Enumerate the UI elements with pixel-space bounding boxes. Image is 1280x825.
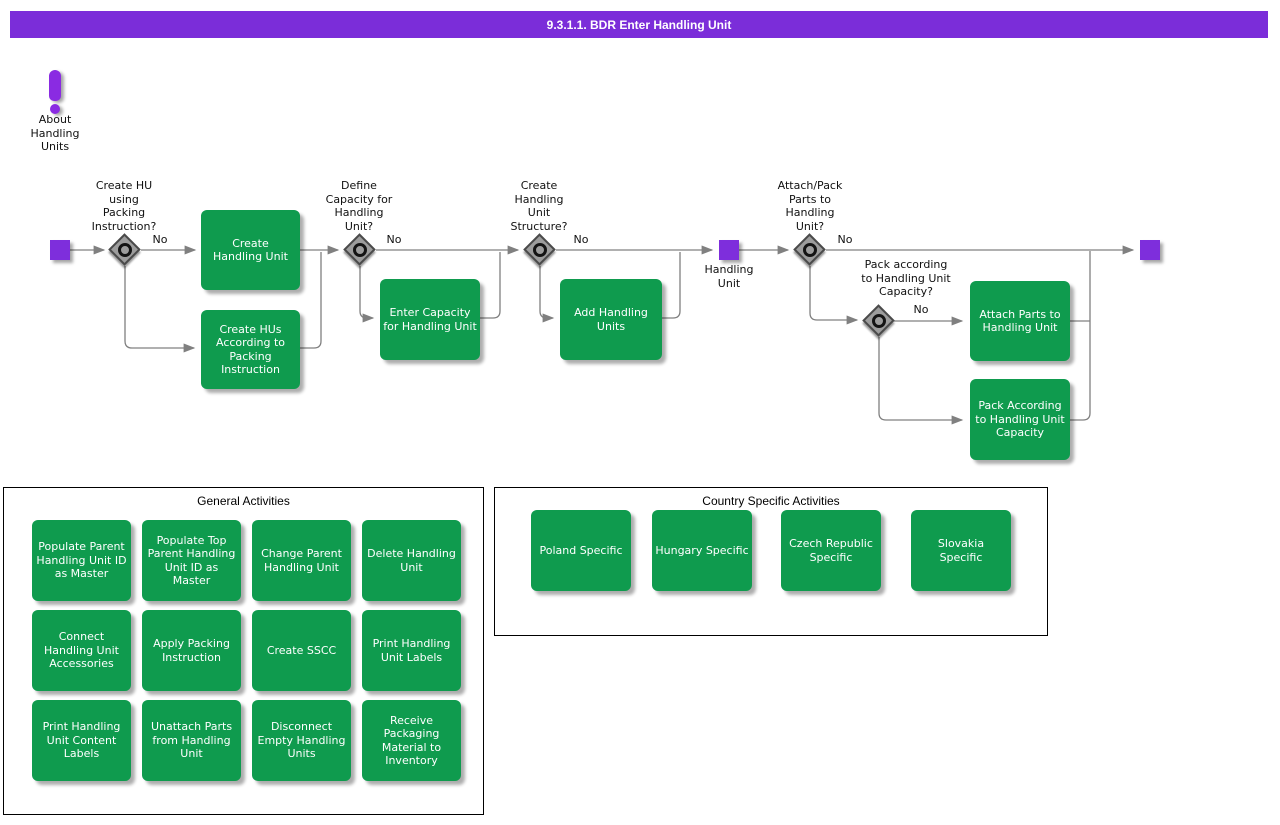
btn-poland-specific[interactable]: Poland Specific [531, 510, 631, 591]
decision-question: Attach/Pack Parts to Handling Unit? [777, 179, 843, 233]
btn-populate-parent-hu-id[interactable]: Populate Parent Handling Unit ID as Mast… [32, 520, 131, 601]
decision-define-capacity [343, 233, 376, 266]
decision-attach-pack-parts [793, 233, 826, 266]
about-handling-units-link[interactable]: About Handling Units [30, 113, 80, 153]
decision-ring-icon [118, 243, 132, 257]
branch-label-no: No [573, 233, 589, 246]
decision-question: Pack according to Handling Unit Capacity… [861, 258, 951, 298]
general-activities-title: General Activities [197, 494, 290, 508]
btn-print-hu-content-labels[interactable]: Print Handling Unit Content Labels [32, 700, 131, 781]
btn-czech-republic-specific[interactable]: Czech Republic Specific [781, 510, 881, 591]
branch-label-no: No [837, 233, 853, 246]
start-node [50, 240, 70, 260]
activity-enter-capacity[interactable]: Enter Capacity for Handling Unit [380, 279, 480, 360]
btn-create-sscc[interactable]: Create SSCC [252, 610, 351, 691]
btn-disconnect-empty-hus[interactable]: Disconnect Empty Handling Units [252, 700, 351, 781]
milestone-label: Handling Unit [704, 263, 754, 290]
country-specific-title: Country Specific Activities [702, 494, 840, 508]
btn-populate-top-parent-hu-id[interactable]: Populate Top Parent Handling Unit ID as … [142, 520, 241, 601]
activity-pack-according-capacity[interactable]: Pack According to Handling Unit Capacity [970, 379, 1070, 460]
end-node [1140, 240, 1160, 260]
decision-create-hu-structure [523, 233, 556, 266]
about-exclamation-icon[interactable] [44, 70, 68, 116]
decision-create-hu-using-packing-instruction [108, 233, 141, 266]
general-activities-panel: General Activities Populate Parent Handl… [3, 487, 484, 815]
decision-ring-icon [353, 243, 367, 257]
country-specific-panel: Country Specific Activities Poland Speci… [494, 487, 1048, 636]
branch-label-no: No [152, 233, 168, 246]
btn-apply-packing-instruction[interactable]: Apply Packing Instruction [142, 610, 241, 691]
exclamation-dot [50, 104, 60, 114]
activity-create-handling-unit[interactable]: Create Handling Unit [201, 210, 300, 290]
btn-delete-handling-unit[interactable]: Delete Handling Unit [362, 520, 461, 601]
decision-question: Create HU using Packing Instruction? [91, 179, 157, 233]
btn-slovakia-specific[interactable]: Slovakia Specific [911, 510, 1011, 591]
branch-label-no: No [913, 303, 929, 316]
activity-attach-parts[interactable]: Attach Parts to Handling Unit [970, 281, 1070, 361]
decision-question: Define Capacity for Handling Unit? [325, 179, 393, 233]
exclamation-bar [49, 70, 61, 101]
btn-hungary-specific[interactable]: Hungary Specific [652, 510, 752, 591]
branch-label-no: No [386, 233, 402, 246]
flow-connectors [70, 245, 1135, 425]
milestone-node-handling-unit [719, 240, 739, 260]
page-title: 9.3.1.1. BDR Enter Handling Unit [10, 11, 1268, 38]
decision-ring-icon [872, 314, 886, 328]
btn-print-hu-labels[interactable]: Print Handling Unit Labels [362, 610, 461, 691]
activity-add-handling-units[interactable]: Add Handling Units [560, 279, 662, 360]
btn-receive-packaging-material[interactable]: Receive Packaging Material to Inventory [362, 700, 461, 781]
btn-connect-hu-accessories[interactable]: Connect Handling Unit Accessories [32, 610, 131, 691]
activity-create-hus-according-packing-instruction[interactable]: Create HUs According to Packing Instruct… [201, 310, 300, 389]
decision-ring-icon [533, 243, 547, 257]
decision-pack-according-capacity [862, 304, 895, 337]
btn-change-parent-hu[interactable]: Change Parent Handling Unit [252, 520, 351, 601]
decision-question: Create Handling Unit Structure? [510, 179, 568, 233]
btn-unattach-parts[interactable]: Unattach Parts from Handling Unit [142, 700, 241, 781]
decision-ring-icon [803, 243, 817, 257]
